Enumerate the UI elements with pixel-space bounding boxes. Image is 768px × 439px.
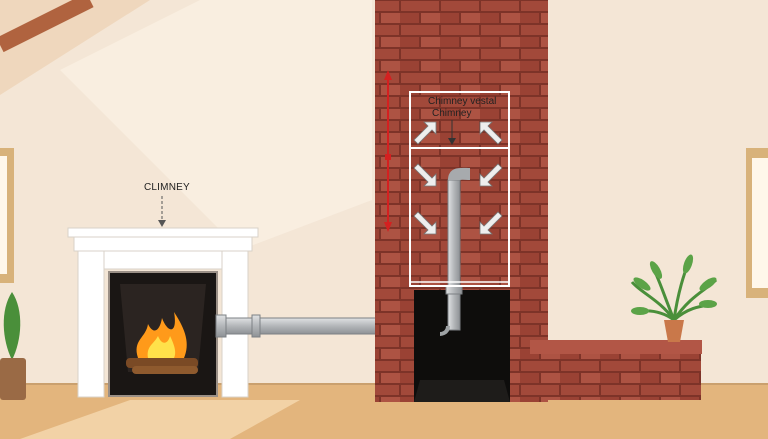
arrow-icon (158, 220, 166, 227)
fireplace-label: CLIMNEY (144, 182, 190, 193)
height-measure-line (384, 70, 392, 232)
fire-icon (126, 312, 198, 374)
brick-bench (530, 340, 702, 400)
arrow-icon (413, 121, 503, 235)
vertical-flue-pipe (439, 167, 471, 336)
light-beam (60, 0, 372, 250)
arrow-icon (448, 138, 456, 145)
roof-beam (0, 0, 94, 53)
chimney-vent-label: Chimney vestal (428, 96, 497, 107)
chimney-label: Chimney (432, 108, 472, 119)
plant-icon (630, 254, 718, 342)
window-icon (0, 148, 14, 283)
floor-light (20, 400, 300, 439)
window-icon (746, 148, 768, 298)
chimney-opening (414, 290, 510, 402)
chimney-vent-box (409, 91, 510, 287)
plant-icon (0, 292, 26, 400)
